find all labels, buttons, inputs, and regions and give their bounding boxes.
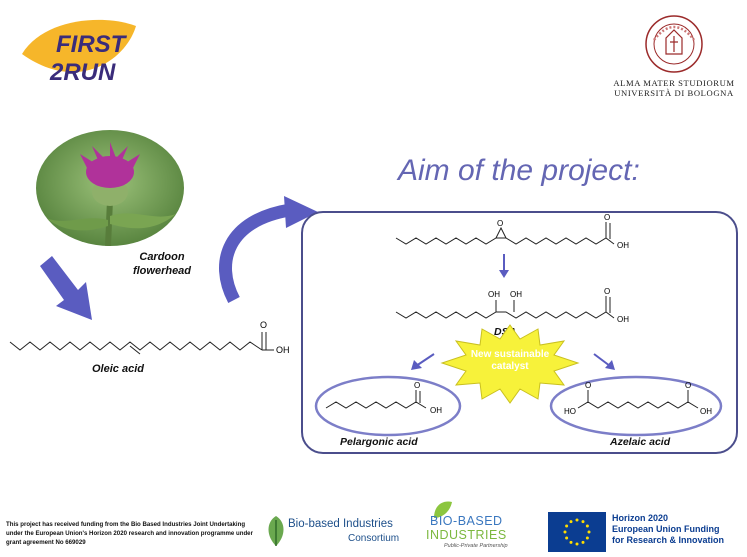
azelaic-ho-label: HO xyxy=(564,407,576,416)
bbi-partnership-logo: BIO-BASED INDUSTRIES Public-Private Part… xyxy=(424,498,526,554)
unibo-line2: UNIVERSITÀ DI BOLOGNA xyxy=(614,88,734,98)
dsa-to-pelargonic-arrowhead xyxy=(411,360,422,370)
thistle-flower xyxy=(80,142,140,188)
page-title: Aim of the project: xyxy=(398,154,640,187)
first2run-logo: FIRST 2RUN xyxy=(14,12,144,92)
bbi-logo-line2: INDUSTRIES xyxy=(426,528,507,542)
oleic-acid-label: Oleic acid xyxy=(92,363,144,375)
oleic-to-project-arrow xyxy=(219,203,292,304)
eu-star-icon xyxy=(575,542,579,546)
thistle-leaf-left xyxy=(46,218,108,231)
logo-leaf-shape xyxy=(22,19,136,73)
epoxide-chain xyxy=(395,237,615,245)
pelargonic-oh-label: OH xyxy=(430,406,442,415)
project-box xyxy=(301,211,738,454)
dsa-to-azelaic-arrowhead xyxy=(605,360,615,370)
catalyst-line2: catalyst xyxy=(491,361,529,372)
epoxide-oh-label: OH xyxy=(617,241,629,250)
eu-star-icon xyxy=(569,520,573,524)
unibo-logo: ALMA MATER STUDIORUM UNIVERSITÀ DI BOLOG… xyxy=(608,10,740,98)
eu-star-icon xyxy=(581,540,585,544)
eu-star-icon xyxy=(565,536,569,540)
eu-star-icon xyxy=(581,520,585,524)
eu-star-icon xyxy=(563,530,567,534)
pelargonic-chain xyxy=(325,401,427,409)
azelaic-ellipse xyxy=(549,375,723,437)
dsa-to-azelaic-arrow xyxy=(593,353,611,367)
eu-star-icon xyxy=(569,540,573,544)
unibo-seal-outer xyxy=(645,15,703,73)
eu-star-icon xyxy=(575,518,579,522)
dsa-oh2-label: OH xyxy=(510,290,522,299)
oleic-o-label: O xyxy=(260,320,267,330)
thistle-stem xyxy=(105,199,113,246)
azelaic-chain xyxy=(577,401,699,409)
dsa-oh1-label: OH xyxy=(488,290,500,299)
h2020-line1: Horizon 2020 xyxy=(612,513,669,523)
bbi-logo-tagline: Public-Private Partnership xyxy=(444,543,508,549)
pelargonic-ellipse xyxy=(314,375,462,437)
oleic-chain xyxy=(9,341,263,351)
eu-flag-icon xyxy=(548,512,606,552)
azelaic-oh-label: OH xyxy=(700,407,712,416)
pelargonic-acid-label: Pelargonic acid xyxy=(340,436,418,448)
logo-first-text: FIRST xyxy=(56,31,128,58)
logo-2run-text: 2RUN xyxy=(49,59,116,86)
unibo-seal-figure xyxy=(665,29,683,55)
bbi-logo-line1: BIO-BASED xyxy=(430,514,503,528)
epoxide-ring-o: O xyxy=(497,219,503,228)
h2020-line3: for Research & Innovation xyxy=(612,535,725,545)
pelargonic-o-label: O xyxy=(414,381,420,390)
cardoon-photo xyxy=(36,130,184,246)
dsa-to-pelargonic-arrow xyxy=(415,353,435,367)
azelaic-o1-label: O xyxy=(585,381,591,390)
eu-star-icon xyxy=(565,524,569,528)
oleic-double-bond xyxy=(129,345,141,355)
epoxide-to-dsa-arrowhead xyxy=(499,270,509,278)
catalyst-starburst: New sustainable catalyst xyxy=(440,323,580,405)
cardoon-to-oleic-arrow xyxy=(40,256,92,320)
bbi-consortium-logo: Bio-based Industries Consortium xyxy=(264,512,414,552)
bbi-consortium-line2: Consortium xyxy=(348,533,400,544)
horizon2020-label: Horizon 2020 European Union Funding for … xyxy=(612,513,747,546)
h2020-line2: European Union Funding xyxy=(612,524,720,534)
oleic-oh-label: OH xyxy=(276,345,290,355)
starburst-shape xyxy=(440,324,580,404)
unibo-line1: ALMA MATER STUDIORUM xyxy=(613,78,735,88)
dsa-o-label: O xyxy=(604,287,610,296)
cardoon-label: Cardoon flowerhead xyxy=(112,250,212,278)
cardoon-label-line1: Cardoon xyxy=(139,251,185,263)
catalyst-line1: New sustainable xyxy=(470,349,550,360)
thistle-leaf-right xyxy=(110,213,176,229)
epoxide-ring xyxy=(495,226,507,239)
eu-star-icon xyxy=(585,536,589,540)
unibo-seal-inner xyxy=(653,23,695,65)
azelaic-o2-label: O xyxy=(685,381,691,390)
bbi-consortium-line1: Bio-based Industries xyxy=(288,518,393,530)
unibo-seal-ring-text xyxy=(653,25,695,41)
oleic-to-project-arrowhead xyxy=(284,196,318,228)
epoxide-o-label: O xyxy=(604,213,610,222)
dsa-chain xyxy=(395,311,615,319)
eu-star-icon xyxy=(585,524,589,528)
azelaic-acid-label: Azelaic acid xyxy=(610,436,671,448)
dsa-acid-oh-label: OH xyxy=(617,315,629,324)
eu-star-icon xyxy=(587,530,591,534)
bbi-sprout-icon xyxy=(434,501,452,518)
funding-statement: This project has received funding from t… xyxy=(6,521,253,546)
cardoon-label-line2: flowerhead xyxy=(132,265,192,277)
